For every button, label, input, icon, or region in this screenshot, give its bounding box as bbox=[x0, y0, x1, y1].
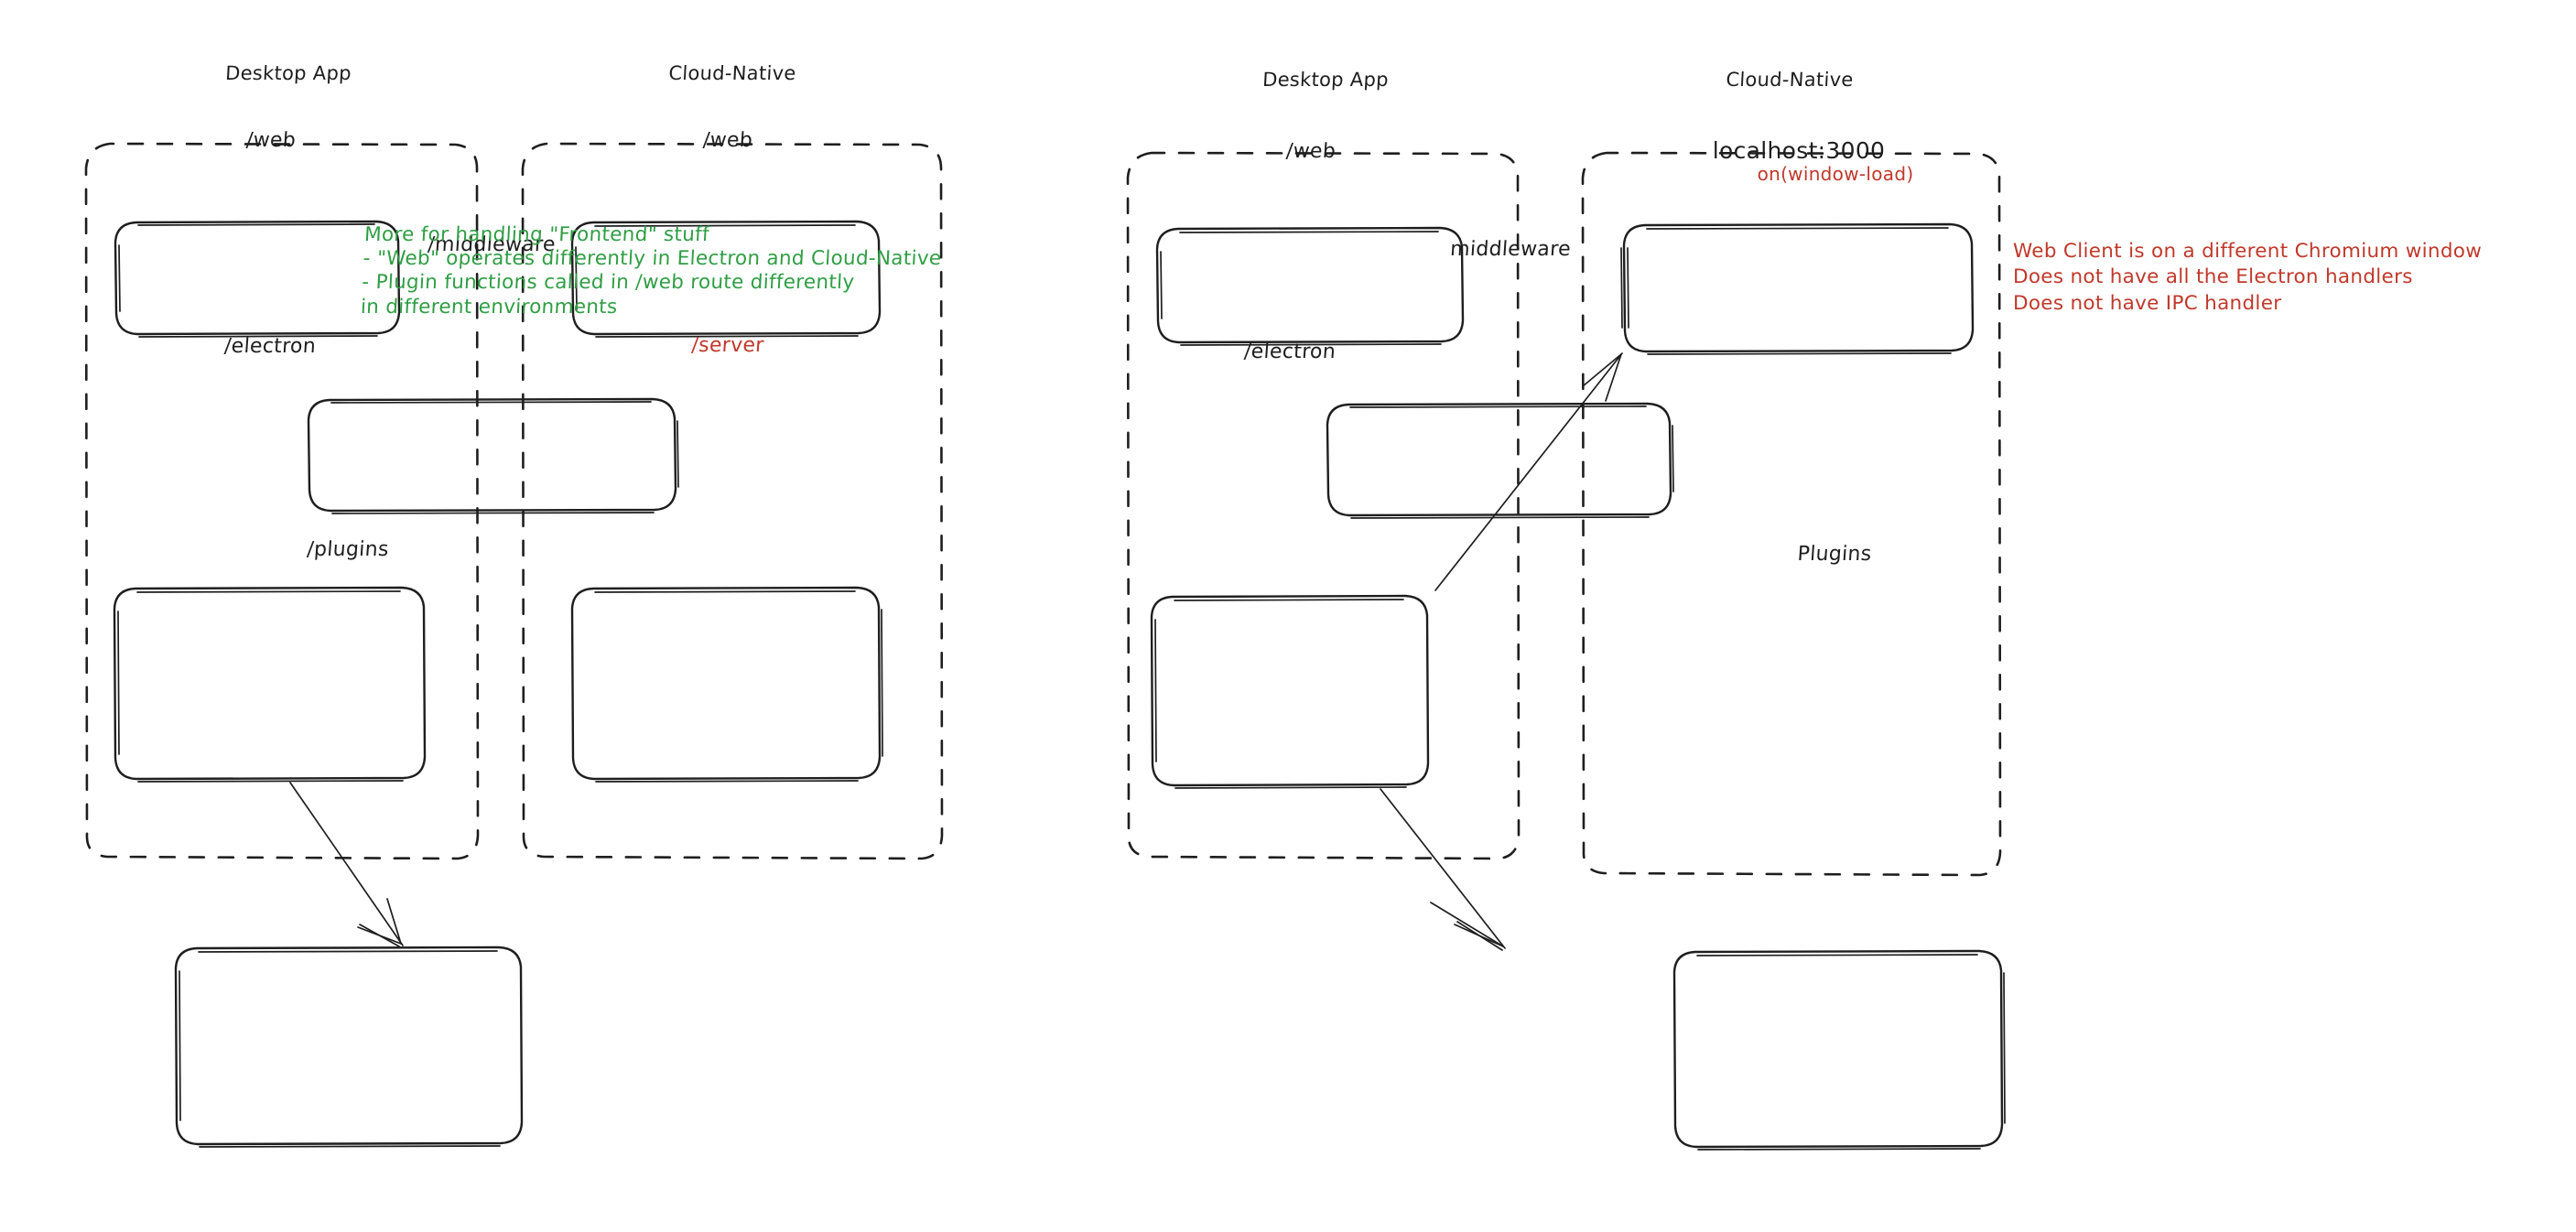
left-annotation-line-1: More for handling "Frontend" stuff bbox=[363, 223, 710, 246]
left-plugins-label: /plugins bbox=[306, 538, 390, 561]
right-annotation-line-3: Does not have IPC handler bbox=[2013, 291, 2282, 315]
right-plugins-box bbox=[1672, 949, 2006, 1151]
left-annotation-line-3: - Plugin functions called in /web route … bbox=[361, 271, 855, 295]
left-web-desktop-box bbox=[114, 220, 401, 338]
left-plugins-box bbox=[174, 946, 524, 1148]
right-desktop-app-container bbox=[1126, 151, 1521, 860]
left-web-desktop-label: /web bbox=[245, 129, 297, 152]
right-localhost-sublabel: on(window-load) bbox=[1757, 163, 1914, 185]
right-annotation-line-1: Web Client is on a different Chromium wi… bbox=[2013, 240, 2483, 263]
left-electron-box bbox=[113, 586, 427, 783]
left-middleware-box bbox=[307, 397, 679, 514]
right-electron-to-localhost-arrow bbox=[1434, 352, 1623, 591]
right-cloud-native-container bbox=[1581, 151, 2002, 877]
left-cloud-native-title: Cloud-Native bbox=[667, 62, 797, 84]
right-desktop-app-title: Desktop App bbox=[1261, 69, 1390, 91]
right-cloud-native-title: Cloud-Native bbox=[1725, 69, 1855, 91]
right-annotation-line-2: Does not have all the Electron handlers bbox=[2013, 265, 2413, 289]
right-localhost-box bbox=[1620, 222, 1975, 355]
left-cloud-native-container bbox=[521, 142, 944, 860]
right-middleware-box bbox=[1326, 402, 1674, 519]
right-electron-label: /electron bbox=[1243, 340, 1337, 363]
right-electron-box bbox=[1150, 594, 1430, 789]
left-server-label: /server bbox=[690, 334, 765, 357]
right-middleware-label: middleware bbox=[1449, 238, 1572, 261]
left-frontend-annotation: More for handling "Frontend" stuff - "We… bbox=[360, 223, 943, 319]
left-web-cloud-box bbox=[570, 220, 882, 338]
left-annotation-line-2: - "Web" operates differently in Electron… bbox=[363, 247, 942, 271]
left-web-cloud-label: /web bbox=[702, 129, 753, 152]
left-desktop-app-container bbox=[84, 142, 480, 860]
right-web-client-annotation: Web Client is on a different Chromium wi… bbox=[2013, 239, 2482, 317]
left-electron-to-plugins-arrow bbox=[289, 782, 404, 947]
right-electron-to-plugins-arrow bbox=[1380, 788, 1506, 951]
right-web-box bbox=[1155, 226, 1465, 346]
left-desktop-app-title: Desktop App bbox=[224, 62, 352, 84]
right-web-label: /web bbox=[1285, 140, 1337, 163]
left-electron-label: /electron bbox=[223, 335, 317, 358]
left-annotation-line-4: in different environments bbox=[360, 295, 619, 319]
right-localhost-label: localhost:3000 bbox=[1712, 137, 1886, 164]
left-server-box bbox=[570, 586, 883, 783]
right-plugins-label: Plugins bbox=[1796, 543, 1873, 566]
